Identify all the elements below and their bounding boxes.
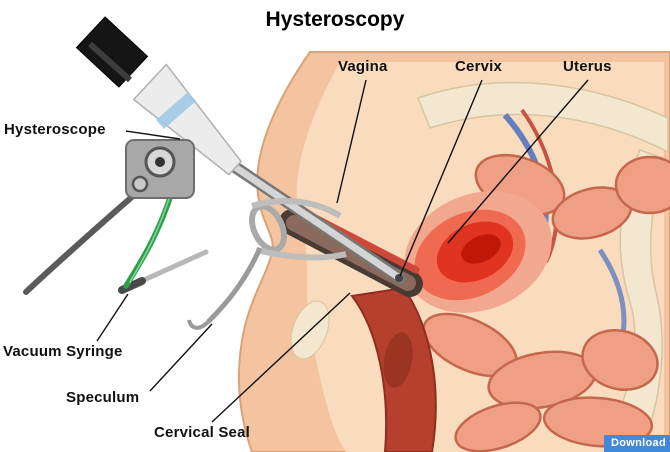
speculum-lower-bill	[255, 247, 347, 261]
bowel-loop	[542, 396, 654, 448]
rectum-fold	[383, 332, 413, 388]
attachment-knob	[131, 175, 149, 193]
leader-uterus	[447, 79, 589, 244]
eyepiece	[75, 16, 149, 88]
speculum-handle-hook	[187, 319, 210, 330]
shaft-tip	[395, 274, 403, 282]
label-speculum: Speculum	[66, 389, 140, 406]
bowel-loop	[581, 329, 659, 391]
leader-hysteroscope	[125, 130, 181, 140]
attachment-ring-center	[155, 157, 165, 167]
label-cervical-seal: Cervical Seal	[154, 424, 250, 441]
scope-shaft	[226, 159, 406, 284]
uterus-illustration	[404, 191, 552, 313]
bowel-loop	[454, 401, 542, 452]
hysteroscope-device	[75, 16, 243, 199]
speculum-illustration	[187, 198, 347, 330]
label-vacuum-syringe: Vacuum Syringe	[3, 343, 123, 360]
scope-blue-band	[156, 92, 196, 129]
leader-cervical-seal	[211, 292, 351, 423]
label-hysteroscope: Hysteroscope	[4, 121, 106, 138]
diagram-title: Hysteroscopy	[265, 8, 405, 31]
leader-vacuum-syringe	[96, 293, 129, 342]
label-cervix: Cervix	[455, 58, 503, 75]
speculum-handle	[206, 246, 263, 324]
intestines	[422, 153, 670, 452]
shaft-body	[228, 161, 402, 281]
pelvic-bone-arc	[417, 81, 669, 154]
green-tube-highlight	[129, 195, 171, 283]
download-watermark: Download	[604, 435, 670, 452]
label-uterus: Uterus	[563, 58, 612, 75]
label-vagina: Vagina	[338, 58, 388, 75]
leader-speculum	[149, 323, 213, 392]
leader-vagina	[336, 79, 367, 204]
eyepiece-highlight	[87, 41, 133, 83]
cables	[23, 185, 175, 295]
gray-cable	[23, 185, 145, 295]
leader-cervix	[399, 79, 483, 277]
leader-lines	[96, 79, 589, 423]
scope-cone-body	[132, 63, 243, 176]
speculum-upper-bill	[251, 198, 342, 219]
bowel-loop	[614, 155, 670, 215]
uterus-cavity	[461, 234, 501, 264]
